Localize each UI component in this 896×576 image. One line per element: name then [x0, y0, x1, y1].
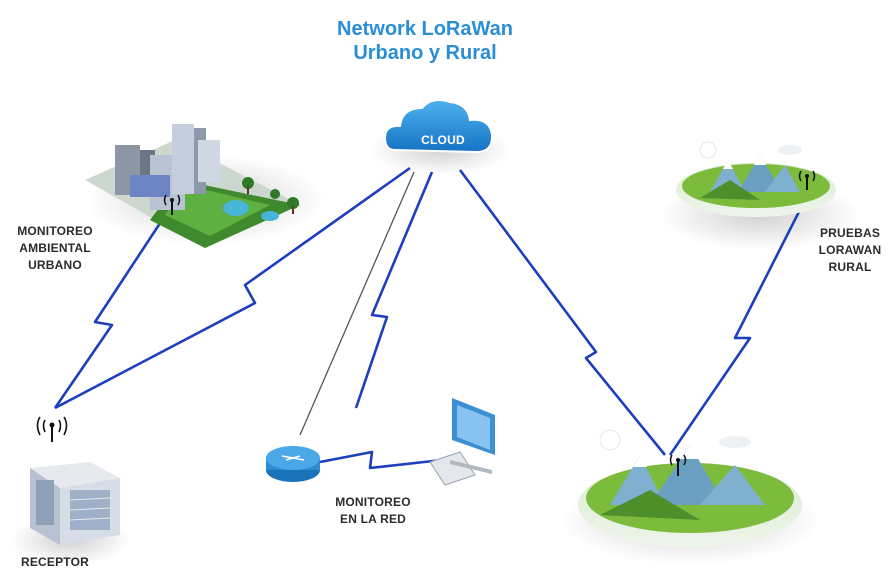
label-line: MONITOREO: [17, 224, 93, 238]
label-line: RURAL: [828, 260, 872, 274]
antenna-icon: [798, 170, 816, 190]
title-line-1: Network LoRaWan: [337, 18, 513, 40]
label-line: MONITOREO: [335, 495, 411, 509]
rural-small-island-icon: [676, 141, 836, 217]
title-line-2: Urbano y Rural: [353, 42, 497, 64]
antenna-icon: [36, 416, 68, 442]
diagram-title: Network LoRaWan Urbano y Rural: [290, 17, 560, 65]
urban-city-icon: [85, 124, 300, 248]
label-line: EN LA RED: [339, 512, 407, 526]
antenna-icon: [669, 454, 687, 476]
cloud-icon: [383, 99, 494, 154]
link-cloud-rural: [458, 169, 667, 456]
label-urban-monitoring: MONITOREO AMBIENTAL URBANO: [10, 223, 100, 274]
label-line: URBANO: [28, 258, 82, 272]
link-cloud-receiver: [54, 166, 411, 410]
label-line: LORAWAN: [818, 243, 882, 257]
link-rural-rural: [668, 189, 812, 456]
rural-large-island-icon: [578, 429, 802, 547]
cloud-label: CLOUD: [421, 133, 465, 147]
label-line: PRUEBAS: [819, 226, 881, 240]
label-line: AMBIENTAL: [19, 241, 91, 255]
link-cloud-router: [299, 171, 415, 436]
label-receiver: RECEPTOR: [20, 555, 90, 569]
router-icon: [266, 446, 320, 482]
label-rural-tests: PRUEBAS LORAWAN RURAL: [808, 225, 892, 276]
link-router-computer: [319, 450, 443, 470]
link-urban-receiver: [53, 207, 172, 409]
label-network-monitoring: MONITOREO EN LA RED: [318, 494, 428, 528]
antenna-icon: [163, 194, 181, 215]
receiver-building-icon: [30, 462, 120, 545]
link-cloud-network: [354, 171, 434, 409]
computer-icon: [429, 398, 495, 486]
